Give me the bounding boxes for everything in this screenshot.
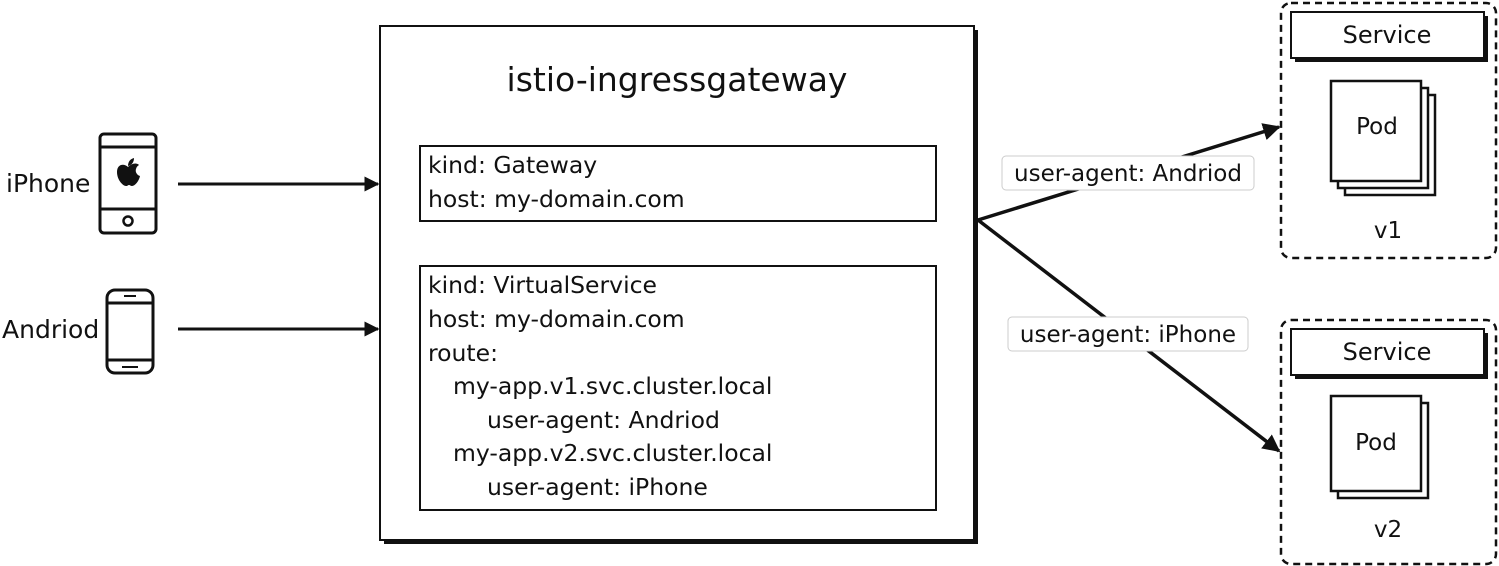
client-android-label: Andriod bbox=[2, 315, 99, 344]
service-v2-group: Service Pod v2 bbox=[1279, 318, 1498, 566]
pod-v2-label: Pod bbox=[1355, 430, 1397, 456]
gateway-kind-line: kind: Gateway bbox=[428, 151, 597, 179]
client-iphone-label: iPhone bbox=[6, 169, 90, 198]
version-v1-label: v1 bbox=[1374, 218, 1402, 244]
apple-logo-icon bbox=[117, 158, 140, 186]
gateway-config-block: kind: Gateway host: my-domain.com bbox=[419, 145, 937, 222]
vs-host-line: host: my-domain.com bbox=[428, 305, 685, 333]
client-android: Andriod bbox=[2, 288, 155, 375]
service-v2-label: Service bbox=[1343, 338, 1432, 366]
vs-route-v1-host: my-app.v1.svc.cluster.local bbox=[453, 372, 772, 400]
pod-stack-v2: Pod bbox=[1329, 394, 1430, 500]
vs-route-v1-match: user-agent: Andriod bbox=[487, 406, 720, 434]
service-v2-box bbox=[1290, 328, 1485, 376]
service-v2-boundary bbox=[1279, 318, 1498, 566]
android-phone-icon bbox=[105, 288, 155, 375]
service-v1-boundary bbox=[1279, 1, 1498, 260]
route-label-iphone: user-agent: iPhone bbox=[1007, 316, 1249, 352]
client-iphone: iPhone bbox=[6, 132, 158, 235]
route-label-android-text: user-agent: Andriod bbox=[1014, 161, 1242, 187]
vs-route-v2-match: user-agent: iPhone bbox=[487, 473, 708, 501]
iphone-icon bbox=[98, 132, 158, 235]
service-v1-label: Service bbox=[1343, 21, 1432, 49]
pod-stack-v1: Pod bbox=[1329, 79, 1437, 197]
route-label-android: user-agent: Andriod bbox=[1001, 155, 1255, 191]
service-v1-group: Service Pod v1 bbox=[1279, 1, 1498, 260]
service-v1-box bbox=[1290, 11, 1485, 59]
gateway-host-line: host: my-domain.com bbox=[428, 185, 685, 213]
vs-kind-line: kind: VirtualService bbox=[428, 271, 657, 299]
virtualservice-config-block: kind: VirtualService host: my-domain.com… bbox=[419, 265, 937, 511]
route-label-iphone-text: user-agent: iPhone bbox=[1020, 322, 1236, 348]
vs-route-line: route: bbox=[428, 339, 498, 367]
ingress-gateway: istio-ingressgateway kind: Gateway host:… bbox=[379, 25, 978, 544]
pod-v1-label: Pod bbox=[1356, 114, 1398, 140]
vs-route-v2-host: my-app.v2.svc.cluster.local bbox=[453, 439, 772, 467]
version-v2-label: v2 bbox=[1374, 517, 1402, 543]
gateway-title: istio-ingressgateway bbox=[507, 60, 848, 99]
